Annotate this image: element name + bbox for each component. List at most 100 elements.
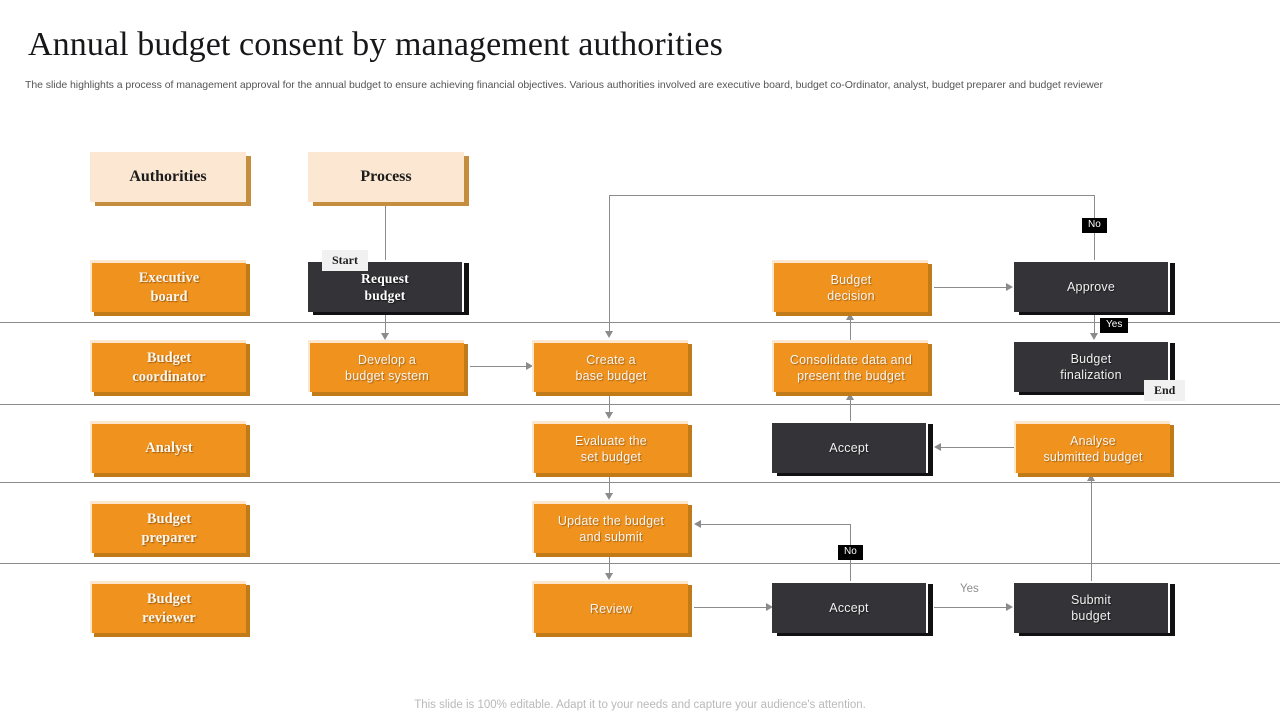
node-evaluate-set-budget-line1: Evaluate the: [575, 433, 647, 448]
connector-consolidate-to-decision: [850, 320, 851, 341]
node-consolidate-line2: present the budget: [797, 368, 905, 383]
arrowhead-accept-to-consolidate: [845, 393, 854, 400]
node-budget-finalization-line1: Budget: [1070, 352, 1112, 366]
arrowhead-update-to-review: [604, 573, 613, 580]
arrowhead-analyse-to-accept: [934, 442, 941, 451]
connector-approve-no-vertical-left: [609, 195, 610, 332]
edge-label-yes-accept: Yes: [960, 583, 979, 595]
node-develop-budget-system-line1: Develop a: [357, 352, 417, 367]
node-budget-decision-line2: decision: [827, 288, 875, 303]
node-create-base-budget-line1: Create a: [586, 352, 636, 367]
arrowhead-request-to-develop: [380, 333, 389, 340]
badge-start: Start: [322, 250, 368, 271]
role-budget-coordinator-line1: Budget: [146, 349, 192, 366]
node-request-budget-line2: budget: [364, 288, 406, 303]
arrowhead-submit-to-analyse: [1086, 474, 1095, 481]
arrowhead-review-to-accept: [766, 602, 773, 611]
connector-accept-to-consolidate: [850, 400, 851, 422]
role-analyst-label: Analyst: [145, 440, 193, 457]
node-submit-budget-line2: budget: [1071, 609, 1111, 623]
lane-divider-2: [0, 404, 1280, 405]
lane-divider-3: [0, 482, 1280, 483]
header-authorities-label: Authorities: [129, 167, 207, 185]
role-budget-reviewer[interactable]: Budget reviewer: [90, 581, 246, 633]
node-analyse-submitted-line1: Analyse: [1070, 433, 1116, 448]
node-accept-analyst-label: Accept: [829, 441, 869, 455]
page-title: Annual budget consent by management auth…: [28, 26, 723, 63]
role-budget-reviewer-line2: reviewer: [142, 609, 196, 626]
arrowhead-accept-no-to-update: [694, 519, 701, 528]
badge-no-approve: No: [1082, 218, 1107, 233]
arrowhead-create-to-evaluate: [604, 412, 613, 419]
node-update-budget-line1: Update the budget: [557, 513, 665, 528]
node-accept-analyst[interactable]: Accept: [772, 421, 928, 473]
connector-decision-to-approve: [934, 287, 1008, 288]
node-accept-reviewer[interactable]: Accept: [772, 581, 928, 633]
node-create-base-budget[interactable]: Create a base budget: [532, 340, 688, 392]
node-budget-decision[interactable]: Budget decision: [772, 260, 928, 312]
node-develop-budget-system-line2: budget system: [345, 368, 429, 383]
arrowhead-consolidate-to-decision: [845, 313, 854, 320]
role-analyst[interactable]: Analyst: [90, 421, 246, 473]
role-budget-coordinator-line2: coordinator: [132, 368, 206, 385]
badge-yes-approve: Yes: [1100, 318, 1129, 333]
node-update-budget-line2: and submit: [579, 529, 643, 544]
node-analyse-submitted-line2: submitted budget: [1043, 449, 1143, 464]
node-create-base-budget-line2: base budget: [575, 368, 647, 383]
node-evaluate-set-budget-line2: set budget: [580, 449, 642, 464]
node-submit-budget-line1: Submit: [1070, 593, 1112, 607]
arrowhead-develop-to-create: [526, 361, 533, 370]
role-budget-preparer-line2: preparer: [141, 529, 197, 546]
badge-end: End: [1144, 380, 1186, 401]
arrowhead-evaluate-to-update: [604, 493, 613, 500]
connector-request-to-develop: [385, 313, 386, 335]
node-update-budget-and-submit[interactable]: Update the budget and submit: [532, 501, 688, 553]
connector-process-to-request: [385, 203, 386, 261]
role-executive-board[interactable]: Executive board: [90, 260, 246, 312]
node-request-budget[interactable]: Request budget: [308, 260, 464, 312]
role-budget-coordinator[interactable]: Budget coordinator: [90, 340, 246, 392]
node-accept-reviewer-label: Accept: [829, 601, 869, 615]
connector-create-to-evaluate: [609, 393, 610, 413]
connector-develop-to-create: [470, 366, 528, 367]
node-approve[interactable]: Approve: [1014, 260, 1170, 312]
lane-divider-1: [0, 322, 1280, 323]
header-process: Process: [308, 152, 464, 202]
node-budget-finalization-line2: finalization: [1060, 368, 1122, 382]
connector-submit-to-analyse: [1091, 481, 1092, 582]
node-budget-decision-line1: Budget: [830, 272, 872, 287]
page-subtitle: The slide highlights a process of manage…: [25, 79, 1103, 91]
connector-evaluate-to-update: [609, 474, 610, 494]
role-executive-board-line2: board: [150, 288, 188, 305]
role-executive-board-line1: Executive: [138, 269, 200, 286]
node-submit-budget[interactable]: Submit budget: [1014, 581, 1170, 633]
arrowhead-approve-yes-to-final: [1089, 333, 1098, 340]
node-consolidate-present[interactable]: Consolidate data and present the budget: [772, 340, 928, 392]
header-authorities: Authorities: [90, 152, 246, 202]
node-analyse-submitted-budget[interactable]: Analyse submitted budget: [1014, 421, 1170, 473]
arrowhead-decision-to-approve: [1006, 282, 1013, 291]
header-process-label: Process: [360, 167, 412, 185]
connector-update-to-review: [609, 554, 610, 574]
node-request-budget-line1: Request: [361, 270, 409, 286]
connector-accept-yes-to-submit: [934, 607, 1008, 608]
role-budget-preparer-line1: Budget: [146, 510, 192, 527]
connector-analyse-to-accept: [940, 447, 1014, 448]
arrowhead-approve-no-to-create: [604, 331, 613, 338]
node-evaluate-set-budget[interactable]: Evaluate the set budget: [532, 421, 688, 473]
node-develop-budget-system[interactable]: Develop a budget system: [308, 340, 464, 392]
node-review-label: Review: [589, 601, 633, 616]
arrowhead-accept-yes-to-submit: [1006, 602, 1013, 611]
connector-review-to-accept: [694, 607, 768, 608]
lane-divider-4: [0, 563, 1280, 564]
role-budget-preparer[interactable]: Budget preparer: [90, 501, 246, 553]
connector-approve-yes-to-final: [1094, 313, 1095, 335]
connector-accept-no-horizontal: [700, 524, 851, 525]
slide-footer: This slide is 100% editable. Adapt it to…: [414, 699, 866, 711]
badge-no-accept: No: [838, 545, 863, 560]
node-review[interactable]: Review: [532, 581, 688, 633]
node-consolidate-line1: Consolidate data and: [789, 352, 913, 367]
connector-approve-no-horizontal: [609, 195, 1095, 196]
node-approve-label: Approve: [1067, 280, 1115, 294]
